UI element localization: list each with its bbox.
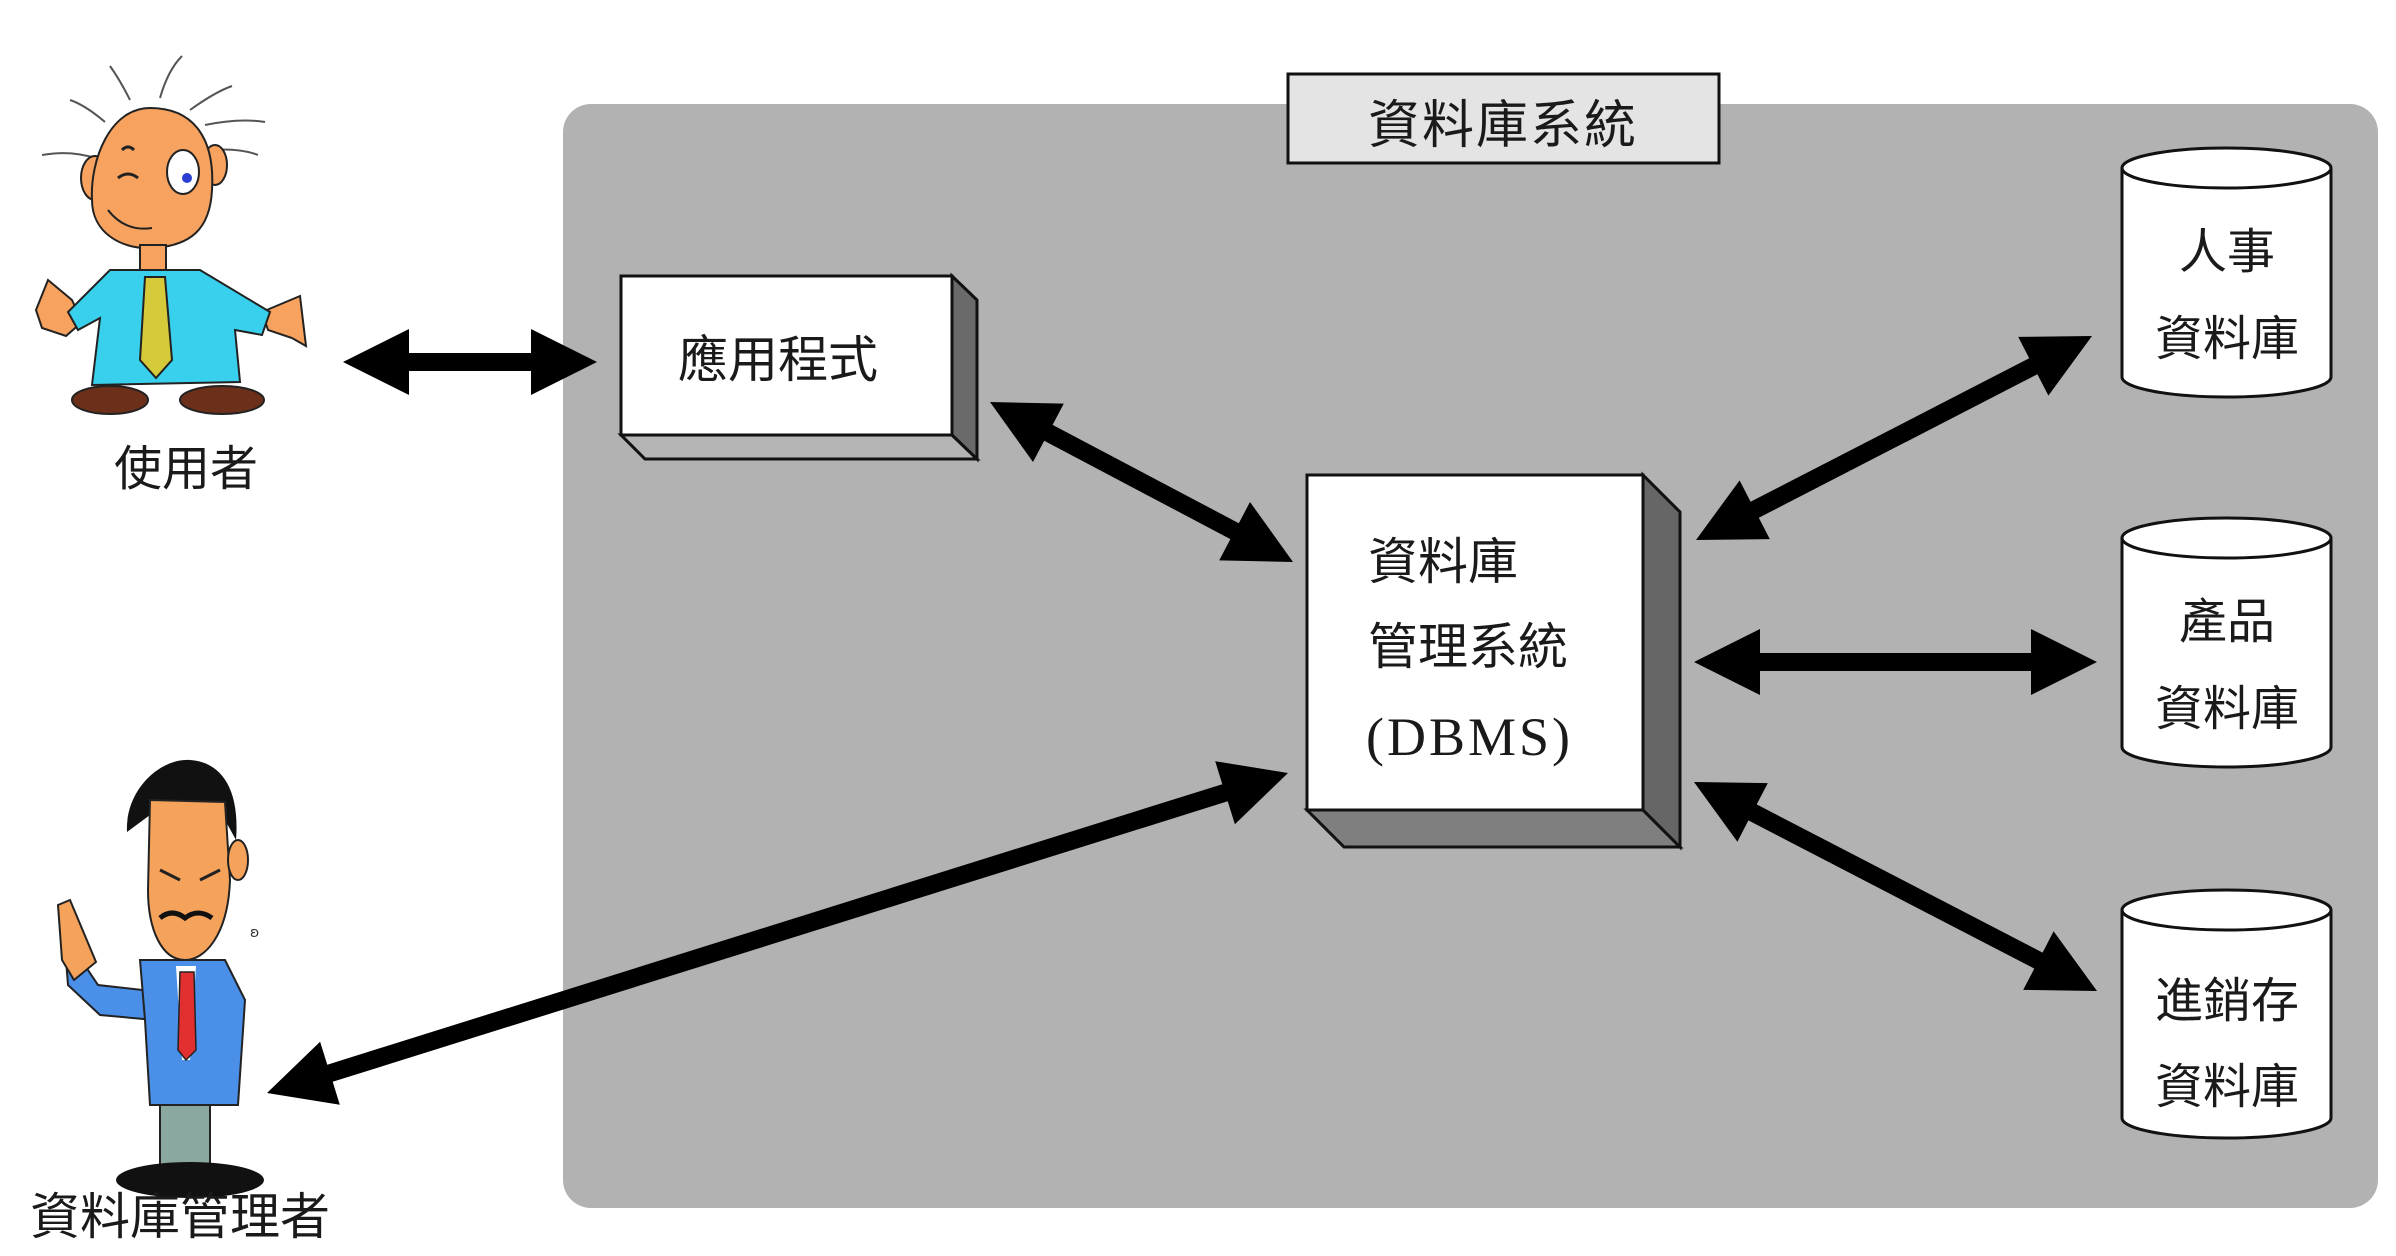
arrow-admin-dbms	[267, 761, 1288, 1105]
database-inventory-line-2: 資料庫	[2155, 1059, 2299, 1115]
database-cylinder-inventory: 進銷存 資料庫	[2120, 888, 2333, 1140]
database-inventory-line-1: 進銷存	[2155, 973, 2299, 1029]
dbms-label-line-3: (DBMS)	[1366, 707, 1573, 767]
arrow-user-application	[343, 329, 597, 395]
dbms-box: 資料庫 管理系統 (DBMS)	[1303, 471, 1684, 851]
database-product-line-2: 資料庫	[2155, 681, 2299, 737]
application-label: 應用程式	[678, 331, 878, 389]
arrow-application-dbms	[990, 402, 1293, 562]
arrow-dbms-inventory-db	[1694, 782, 2097, 991]
database-cylinder-product: 產品 資料庫	[2120, 516, 2333, 769]
cartoon-admin-icon: ʚ	[56, 759, 264, 1198]
system-title-box: 資料庫系統	[1286, 72, 1721, 165]
database-product-line-1: 產品	[2179, 594, 2275, 650]
svg-text:ʚ: ʚ	[250, 925, 259, 941]
cartoon-user-icon	[34, 55, 308, 415]
database-cylinder-personnel: 人事 資料庫	[2120, 146, 2333, 399]
arrow-dbms-product-db	[1694, 629, 2097, 695]
dbms-label-line-1: 資料庫	[1368, 533, 1518, 591]
application-box: 應用程式	[617, 272, 981, 463]
dbms-label-line-2: 管理系統	[1368, 618, 1568, 676]
arrow-dbms-personnel-db	[1696, 336, 2092, 540]
system-title: 資料庫系統	[1368, 96, 1638, 156]
database-personnel-line-1: 人事	[2179, 224, 2275, 280]
database-personnel-line-2: 資料庫	[2155, 311, 2299, 367]
admin-label: 資料庫管理者	[30, 1188, 330, 1246]
user-label: 使用者	[114, 441, 258, 497]
connection-arrows	[267, 329, 2097, 1105]
